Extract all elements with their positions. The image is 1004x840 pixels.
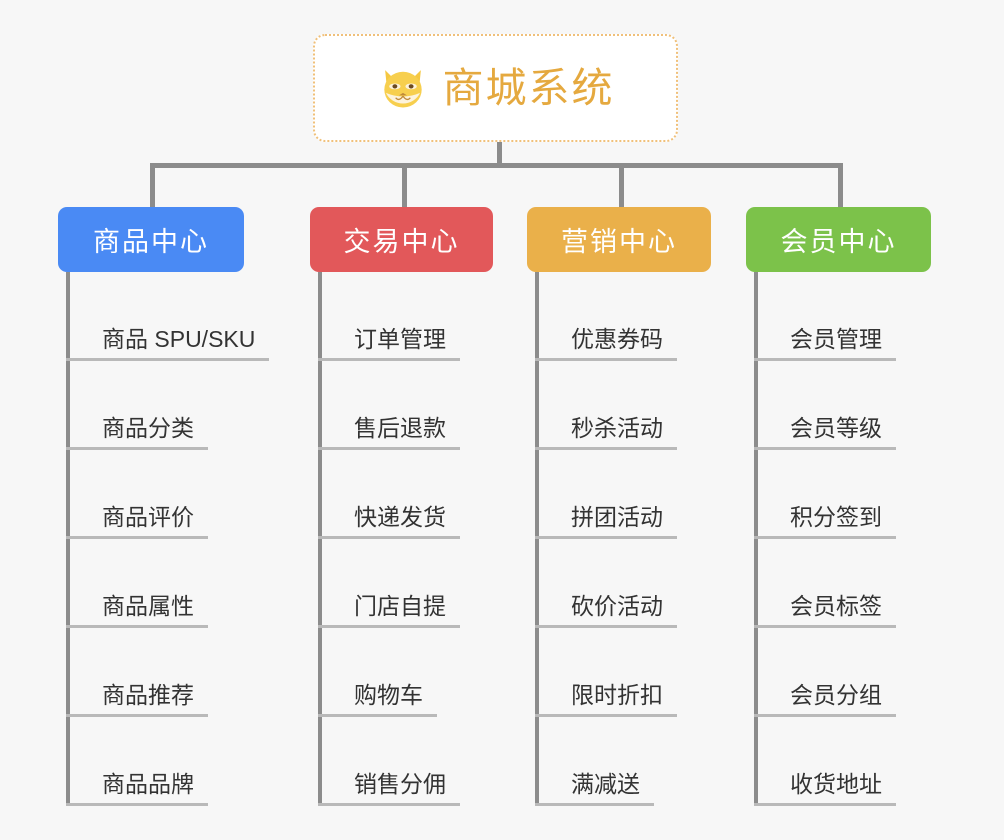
leaf-item-label: 砍价活动	[535, 593, 677, 628]
leaf-item[interactable]: 商品品牌	[66, 717, 244, 806]
branch-header-1[interactable]: 商品中心	[58, 207, 244, 272]
leaf-item-label: 会员分组	[754, 682, 896, 717]
connector-drop-4	[838, 163, 843, 207]
leaf-item[interactable]: 收货地址	[754, 717, 931, 806]
leaf-item-label: 商品推荐	[66, 682, 208, 717]
leaf-item-label: 商品评价	[66, 504, 208, 539]
leaf-item[interactable]: 会员标签	[754, 539, 931, 628]
leaf-item[interactable]: 商品 SPU/SKU	[66, 272, 270, 361]
branch-header-label: 商品中心	[93, 227, 209, 257]
leaf-item-label: 门店自提	[318, 593, 460, 628]
branch-column-1: 商品中心商品 SPU/SKU 商品分类商品评价商品属性商品推荐商品品牌	[58, 207, 270, 806]
leaf-item-label: 会员标签	[754, 593, 896, 628]
leaf-item-label: 限时折扣	[535, 682, 677, 717]
branch-header-4[interactable]: 会员中心	[746, 207, 931, 272]
leaf-item-label: 商品 SPU/SKU	[66, 326, 270, 361]
leaf-item-label: 订单管理	[318, 326, 460, 361]
leaf-item[interactable]: 会员管理	[754, 272, 931, 361]
leaf-item[interactable]: 限时折扣	[535, 628, 711, 717]
connector-stem	[497, 142, 502, 164]
leaf-item[interactable]: 满减送	[535, 717, 711, 806]
leaf-item[interactable]: 积分签到	[754, 450, 931, 539]
leaf-item-label: 会员等级	[754, 415, 896, 450]
leaf-item[interactable]: 售后退款	[318, 361, 493, 450]
branch-column-3: 营销中心优惠券码秒杀活动拼团活动砍价活动限时折扣满减送	[527, 207, 711, 806]
leaf-item[interactable]: 砍价活动	[535, 539, 711, 628]
connector-drop-1	[150, 163, 155, 207]
leaf-item-label: 满减送	[535, 771, 654, 806]
branch-header-label: 营销中心	[561, 227, 677, 257]
leaf-item-label: 购物车	[318, 682, 437, 717]
leaf-item-label: 快递发货	[318, 504, 460, 539]
leaf-item-label: 拼团活动	[535, 504, 677, 539]
leaf-item-label: 优惠券码	[535, 326, 677, 361]
leaf-item[interactable]: 快递发货	[318, 450, 493, 539]
leaf-item[interactable]: 优惠券码	[535, 272, 711, 361]
leaf-item[interactable]: 门店自提	[318, 539, 493, 628]
leaf-item-label: 商品属性	[66, 593, 208, 628]
leaf-item[interactable]: 订单管理	[318, 272, 493, 361]
leaf-item[interactable]: 拼团活动	[535, 450, 711, 539]
root-title: 商城系统	[442, 64, 615, 111]
leaf-item[interactable]: 商品推荐	[66, 628, 244, 717]
branch-column-4: 会员中心会员管理会员等级积分签到会员标签会员分组收货地址	[746, 207, 931, 806]
leaf-item[interactable]: 销售分佣	[318, 717, 493, 806]
root-node[interactable]: 商城系统	[313, 34, 678, 142]
leaf-item[interactable]: 商品分类	[66, 361, 244, 450]
leaf-item[interactable]: 会员分组	[754, 628, 931, 717]
leaf-item-label: 售后退款	[318, 415, 460, 450]
leaf-item-label: 积分签到	[754, 504, 896, 539]
branch-header-label: 交易中心	[343, 227, 460, 257]
leaf-item-label: 秒杀活动	[535, 415, 677, 450]
leaf-item[interactable]: 商品评价	[66, 450, 244, 539]
leaf-item-label: 商品品牌	[66, 771, 208, 806]
leaf-item-label: 销售分佣	[318, 771, 460, 806]
leaf-item-label: 收货地址	[754, 771, 896, 806]
shiba-dog-face-icon	[383, 70, 422, 108]
branch-header-label: 会员中心	[780, 227, 897, 257]
leaf-item-label: 会员管理	[754, 326, 896, 361]
connector-drop-3	[619, 163, 624, 207]
leaf-item-label: 商品分类	[66, 415, 208, 450]
branch-header-3[interactable]: 营销中心	[527, 207, 711, 272]
branch-header-2[interactable]: 交易中心	[310, 207, 493, 272]
connector-drop-2	[402, 163, 407, 207]
leaf-item[interactable]: 秒杀活动	[535, 361, 711, 450]
leaf-item[interactable]: 购物车	[318, 628, 493, 717]
connector-bus	[150, 163, 840, 168]
leaf-item[interactable]: 商品属性	[66, 539, 244, 628]
branch-column-2: 交易中心订单管理售后退款快递发货门店自提购物车销售分佣	[310, 207, 493, 806]
leaf-item[interactable]: 会员等级	[754, 361, 931, 450]
